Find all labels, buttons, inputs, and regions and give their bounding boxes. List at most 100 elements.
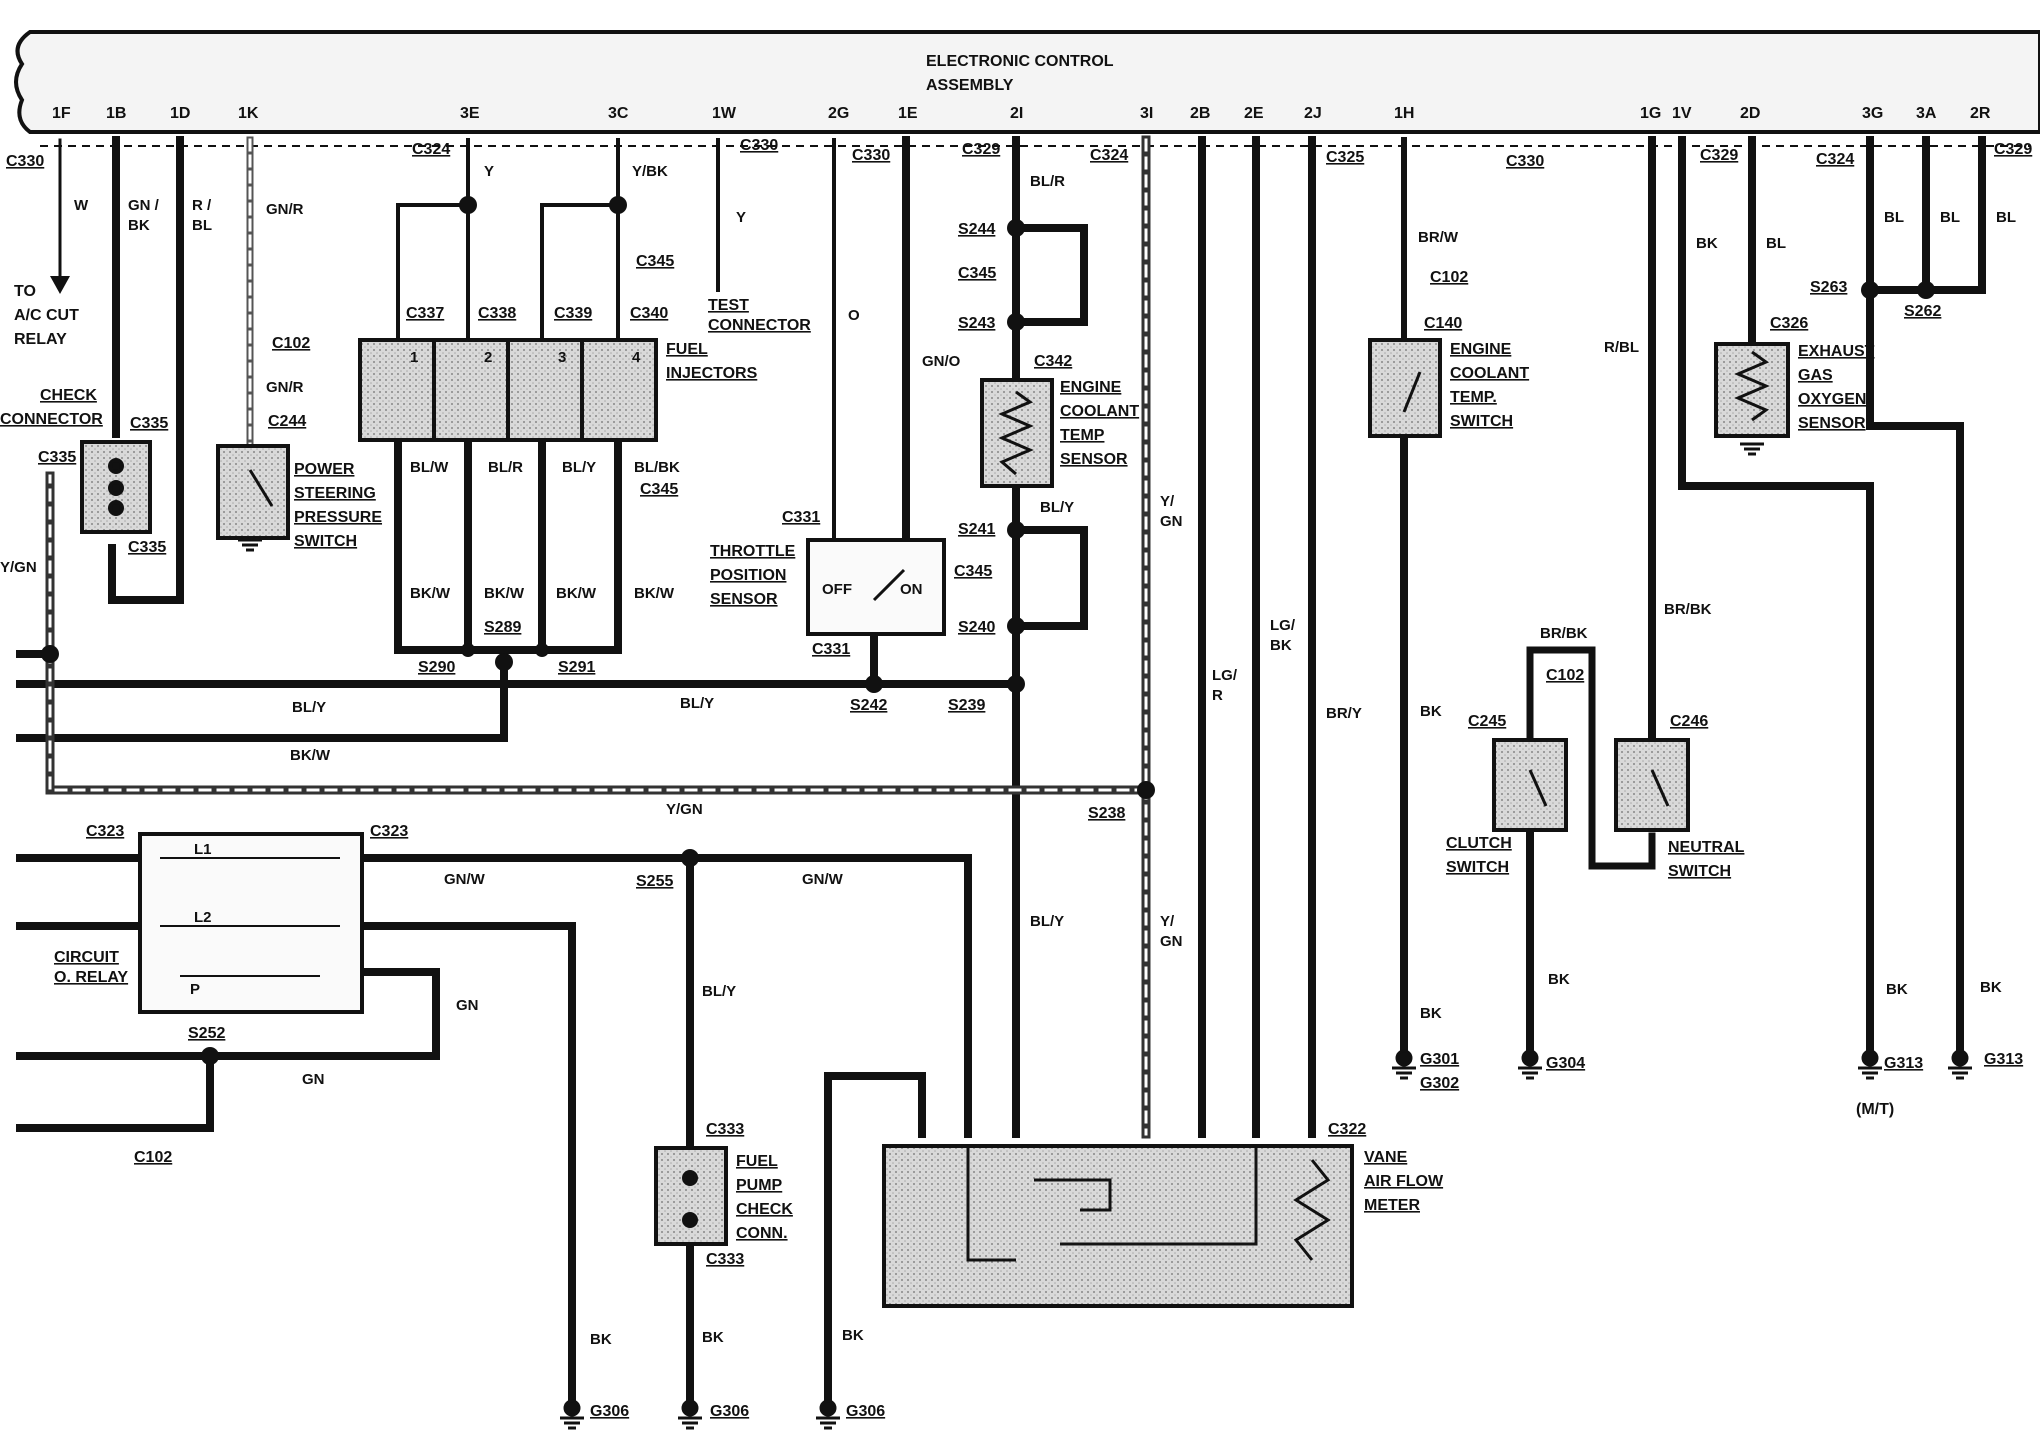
- ect-1: ENGINE: [1060, 379, 1122, 396]
- label-g306-b: G306: [710, 1403, 749, 1420]
- wire-3i-c: Y/: [1160, 913, 1175, 930]
- wire-bk-2r: BK: [1980, 979, 2002, 996]
- label-s255: S255: [636, 873, 673, 890]
- label-c335-b: C335: [38, 449, 76, 466]
- label-c329-c: C329: [1994, 141, 2032, 158]
- fp-3: CHECK: [736, 1201, 793, 1218]
- wire-bly-bus-b: BL/Y: [680, 695, 714, 712]
- wire-2g: O: [848, 307, 860, 324]
- clutch-switch-box: [1492, 738, 1568, 832]
- ps-4: SWITCH: [294, 533, 357, 550]
- label-c330-c: C330: [852, 147, 890, 164]
- wire-bkw-3: BK/W: [556, 585, 597, 602]
- wire-2b-a: LG/: [1212, 667, 1238, 684]
- label-c324-c: C324: [1816, 151, 1854, 168]
- wire-1b-b: BK: [128, 217, 150, 234]
- label-g301: G301: [1420, 1051, 1459, 1068]
- label-c325: C325: [1326, 149, 1364, 166]
- label-c330-left: C330: [6, 153, 44, 170]
- ego-4: SENSOR: [1798, 415, 1866, 432]
- ac-cut-2: A/C CUT: [14, 307, 79, 324]
- wire-1h: BR/W: [1418, 229, 1459, 246]
- eca-title-1: ELECTRONIC CONTROL: [926, 53, 1114, 70]
- wire-bk-vaf: BK: [842, 1327, 864, 1344]
- pin-3c: 3C: [608, 105, 629, 122]
- ects-3: TEMP.: [1450, 389, 1497, 406]
- eca-header: ELECTRONIC CONTROL ASSEMBLY: [14, 30, 2040, 134]
- label-s244: S244: [958, 221, 995, 238]
- wire-gnw-a: GN/W: [444, 871, 486, 888]
- ects-2: COOLANT: [1450, 365, 1529, 382]
- label-g304: G304: [1546, 1055, 1585, 1072]
- label-s240: S240: [958, 619, 995, 636]
- wire-3e: Y: [484, 163, 494, 180]
- pin-3e: 3E: [460, 105, 480, 122]
- label-c245: C245: [1468, 713, 1506, 730]
- label-c323-a: C323: [86, 823, 124, 840]
- label-s290: S290: [418, 659, 455, 676]
- pin-3g: 3G: [1862, 105, 1883, 122]
- label-c244: C244: [268, 413, 306, 430]
- label-c323-b: C323: [370, 823, 408, 840]
- label-mt: (M/T): [1856, 1101, 1894, 1118]
- wire-bk-clutch: BK: [1548, 971, 1570, 988]
- label-c338: C338: [478, 305, 516, 322]
- label-s291: S291: [558, 659, 595, 676]
- wire-clutch: BR/BK: [1540, 625, 1588, 642]
- wire-1v: BK: [1696, 235, 1718, 252]
- pin-2r: 2R: [1970, 105, 1991, 122]
- wire-color-labels: W GN / BK R / BL GN/R GN/R Y Y/BK Y O GN…: [0, 163, 2016, 1348]
- pin-2d: 2D: [1740, 105, 1760, 122]
- inj-n3: 3: [558, 349, 566, 366]
- label-c324-a: C324: [412, 141, 450, 158]
- label-s243: S243: [958, 315, 995, 332]
- splice-labels: S244 S243 S241 S240 S289 S290 S291 S242 …: [188, 221, 1941, 1042]
- label-c324-b: C324: [1090, 147, 1128, 164]
- wire-bly-fp: BL/Y: [702, 983, 736, 1000]
- pin-1d: 1D: [170, 105, 190, 122]
- wire-bk-3g: BK: [1886, 981, 1908, 998]
- pin-1v: 1V: [1672, 105, 1692, 122]
- ego-sensor-box: [1714, 342, 1790, 438]
- test-2: CONNECTOR: [708, 317, 811, 334]
- label-s242: S242: [850, 697, 887, 714]
- pin-1e: 1E: [898, 105, 918, 122]
- vaf-1: VANE: [1364, 1149, 1408, 1166]
- pin-1k: 1K: [238, 105, 259, 122]
- pin-1b: 1B: [106, 105, 126, 122]
- fp-1: FUEL: [736, 1153, 778, 1170]
- ps-2: STEERING: [294, 485, 376, 502]
- label-g306-a: G306: [590, 1403, 629, 1420]
- label-c345-c: C345: [958, 265, 996, 282]
- wire-1f: W: [74, 197, 89, 214]
- tps-2: POSITION: [710, 567, 786, 584]
- label-s252: S252: [188, 1025, 225, 1042]
- inj-1: FUEL: [666, 341, 708, 358]
- wire-3a: BL: [1940, 209, 1960, 226]
- wire-gn-a: GN: [456, 997, 479, 1014]
- splice-dots: [41, 196, 1935, 1065]
- relay-l2: L2: [194, 909, 212, 926]
- wire-2d: BL: [1766, 235, 1786, 252]
- label-g302: G302: [1420, 1075, 1459, 1092]
- wire-1d-b: BL: [192, 217, 212, 234]
- ect-switch-box: [1368, 338, 1442, 438]
- wire-2b-b: R: [1212, 687, 1223, 704]
- components: [80, 338, 1790, 1308]
- ground-symbols: [238, 442, 1972, 1430]
- ac-cut-1: TO: [14, 283, 36, 300]
- neutral-1: NEUTRAL: [1668, 839, 1745, 856]
- label-c330-b: C330: [740, 137, 778, 154]
- label-g313-b: G313: [1984, 1051, 2023, 1068]
- wire-1e: GN/O: [922, 353, 961, 370]
- label-c331-b: C331: [812, 641, 850, 658]
- label-c329-a: C329: [962, 141, 1000, 158]
- wire-bly-a: BL/Y: [1040, 499, 1074, 516]
- label-c345-a: C345: [636, 253, 674, 270]
- check-conn-1: CHECK: [40, 387, 97, 404]
- label-c102-d: C102: [134, 1149, 172, 1166]
- pin-1h: 1H: [1394, 105, 1414, 122]
- label-c335-a: C335: [130, 415, 168, 432]
- label-c329-b: C329: [1700, 147, 1738, 164]
